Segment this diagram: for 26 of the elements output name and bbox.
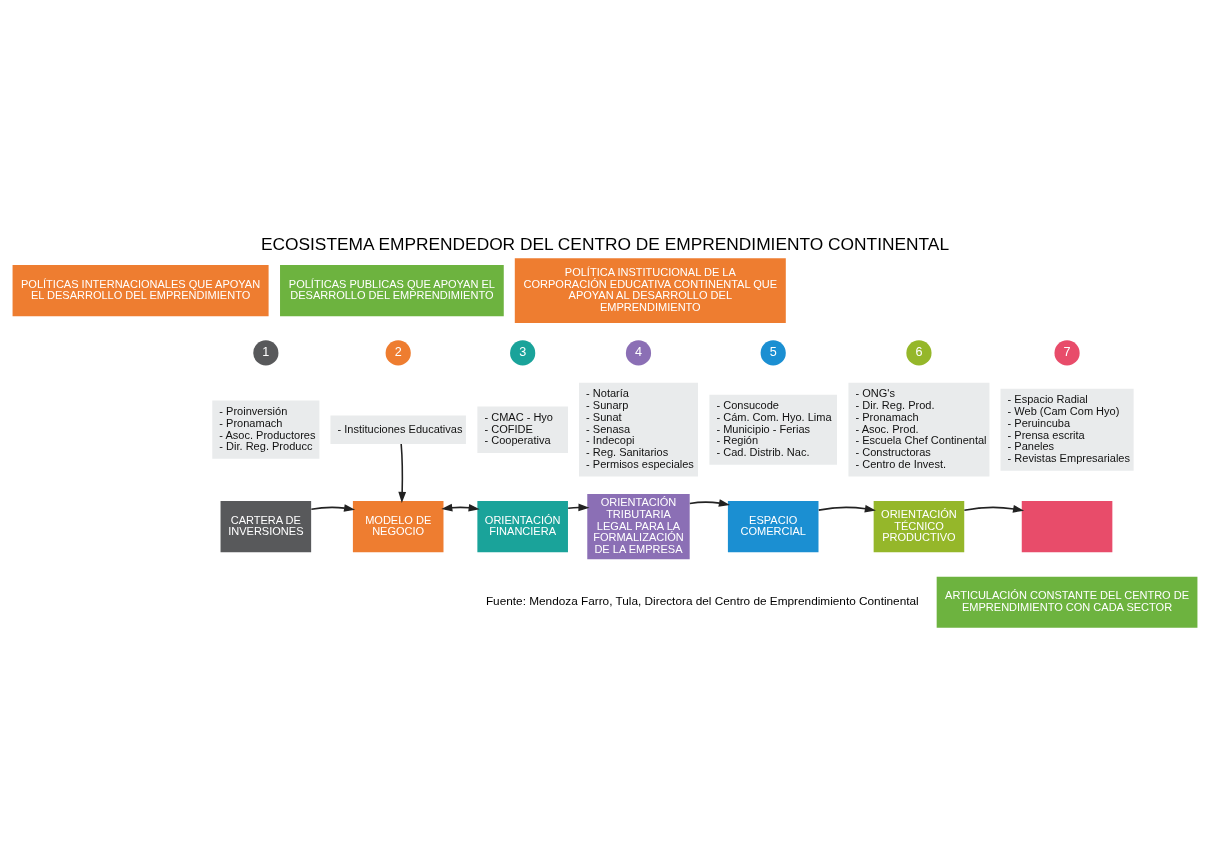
node-box: ESPACIO COMERCIAL [727, 501, 819, 553]
node-circle: 2 [385, 340, 411, 366]
node-box: - Instituciones Educativas [330, 415, 466, 444]
arrow [817, 504, 876, 513]
arrow [689, 499, 730, 507]
node-box: MODELO DE NEGOCIO [352, 501, 444, 553]
arrow [963, 505, 1025, 513]
node-box: CARTERA DE INVERSIONES [220, 501, 312, 553]
node-box: ORIENTACIÓN TRIBUTARIA LEGAL PARA LA FORMALIZACIÓN DE LA EMPRESA [587, 493, 690, 560]
node-circle: 5 [760, 340, 786, 366]
node-circle: 3 [510, 340, 536, 366]
node-circle: 6 [906, 340, 932, 366]
node-box [1021, 501, 1113, 553]
node-box: POLÍTICAS INTERNACIONALES QUE APOYAN EL DESARROLLO DEL EMPRENDIMIENTO [12, 265, 269, 317]
diagram-title: ECOSISTEMA EMPRENDEDOR DEL CENTRO DE EMPRENDIMIENTO CONTINENTAL [260, 234, 950, 255]
arrow [310, 504, 356, 512]
node-circle: 7 [1054, 340, 1080, 366]
node-box: ORIENTACIÓN FINANCIERA [477, 501, 568, 553]
node-box: POLÍTICA INSTITUCIONAL DE LA CORPORACIÓN EDUCATIVA CONTINENTAL QUE APOYAN AL DESARROLLO DEL EMPRENDIMIENTO [514, 258, 786, 323]
node-box: POLÍTICAS PUBLICAS QUE APOYAN EL DESARROLLO DEL EMPRENDIMIENTO [280, 265, 504, 317]
arrow [398, 443, 407, 503]
node-box: ARTICULACIÓN CONSTANTE DEL CENTRO DE EMPRENDIMIENTO CON CADA SECTOR [936, 576, 1198, 628]
node-circle: 4 [625, 340, 652, 366]
node-box: ORIENTACIÓN TÉCNICO PRODUCTIVO [873, 501, 965, 553]
node-circle: 1 [253, 340, 279, 366]
caption: Fuente: Mendoza Farro, Tula, Directora del Centro de Emprendimiento Continental [485, 594, 919, 608]
